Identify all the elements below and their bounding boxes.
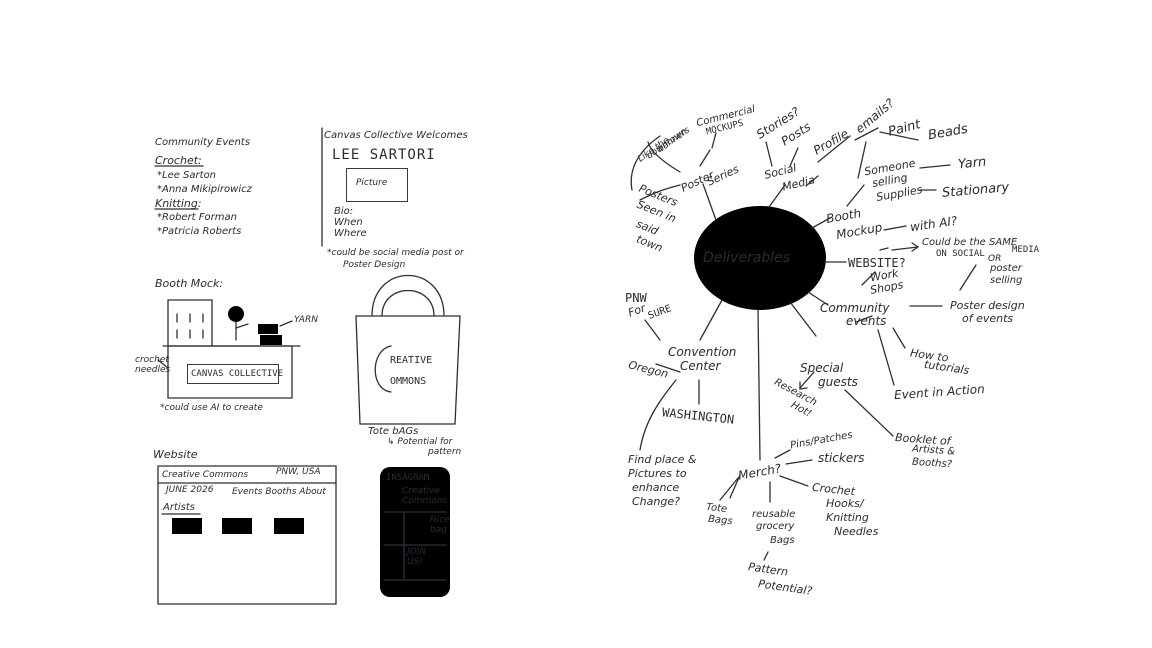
node-find-place: Pictures to — [628, 468, 687, 479]
node-crochet-hooks: Needles — [834, 526, 878, 537]
node-crochet-hooks: Hooks/ — [826, 498, 864, 509]
tote-note: ↳ Potential for — [387, 438, 452, 447]
node-community-events: Community — [820, 302, 889, 314]
tote-bag-text: OMMONS — [390, 377, 426, 387]
node-booth-mockup: Booth — [825, 207, 862, 225]
crochet-needles-label: crochet — [135, 356, 169, 365]
phone-post-text: bag — [430, 526, 447, 535]
node-convention-center: Convention — [668, 346, 736, 358]
node-reusable: Bags — [770, 536, 795, 546]
knitting-heading: Knitting: — [155, 198, 202, 209]
mindmap-center-label: Deliverables — [703, 251, 790, 265]
tote-note: pattern — [428, 448, 461, 457]
knitting-person: *Patricia Roberts — [157, 227, 241, 237]
social-post-note: *could be social media post or — [327, 249, 464, 258]
crochet-heading: Crochet: — [155, 155, 202, 166]
node-event-in-action: Event in Action — [894, 383, 985, 401]
crochet-needles-label: needles — [135, 366, 170, 375]
node-merch: Merch? — [737, 462, 782, 481]
website-title: Website — [153, 449, 198, 460]
booth-sign-text: CANVAS COLLECTIVE — [191, 370, 283, 379]
website-date: JUNE 2026 — [166, 486, 213, 495]
phone-account: Creative — [402, 487, 440, 496]
node-stationary: Stationary — [942, 181, 1010, 200]
node-posters-seen: town — [635, 233, 664, 253]
website-artists-heading: Artists — [163, 503, 195, 513]
node-pins: Pins/Patches — [790, 431, 854, 452]
node-special-guests: Special — [800, 362, 843, 374]
phone-account: Commons — [402, 497, 447, 506]
picture-label: Picture — [356, 179, 387, 188]
node-profile: Profile — [812, 127, 851, 156]
node-booklet: Artists & — [912, 445, 956, 458]
node-stickers: stickers — [818, 452, 864, 464]
node-media-poster: poster — [990, 264, 1022, 274]
tote-bag-text: REATIVE — [390, 356, 432, 366]
community-events-title: Community Events — [155, 138, 250, 148]
node-on-social: ON SOCIAL — [936, 250, 985, 259]
crochet-person: *Anna Mikipirowicz — [157, 185, 252, 195]
node-beads: Beads — [927, 123, 969, 143]
bio-line: When — [334, 218, 363, 228]
node-reusable: grocery — [756, 522, 794, 532]
node-could-be-same: Could be the SAME — [922, 238, 1017, 248]
node-media-poster: MEDIA — [1012, 246, 1039, 255]
node-reusable: reusable — [752, 510, 795, 520]
node-crochet-hooks: Knitting — [826, 512, 869, 523]
node-booklet: Booths? — [912, 458, 952, 471]
website-site-name: Creative Commons — [162, 471, 248, 480]
bio-line: Where — [334, 229, 367, 239]
artist-name: LEE SARTORI — [332, 148, 436, 162]
node-washington: WASHINGTON — [662, 406, 735, 425]
node-poster-design: of events — [962, 313, 1013, 324]
website-location: PNW, USA — [276, 468, 321, 477]
node-oregon: Oregon — [627, 359, 669, 380]
node-special-guests: guests — [818, 376, 858, 388]
crochet-person: *Lee Sarton — [157, 171, 216, 181]
phone-post-text: US! — [407, 558, 423, 567]
node-pattern-potential: Potential? — [757, 578, 812, 596]
node-how-to: tutorials — [923, 359, 970, 376]
node-media-poster: selling — [990, 276, 1022, 286]
node-poster-design: Poster design — [950, 300, 1025, 311]
node-poster-series: Series — [705, 163, 740, 187]
node-find-place: enhance — [632, 482, 679, 493]
yarn-label: YARN — [294, 316, 318, 325]
node-paint: Paint — [887, 118, 922, 139]
node-convention-center: Center — [680, 360, 720, 372]
knitting-person: *Robert Forman — [157, 213, 237, 223]
phone-post-text: Nice — [430, 516, 450, 525]
node-with-ai: with AI? — [909, 215, 958, 233]
node-crochet-hooks: Crochet — [812, 482, 856, 497]
node-find-place: Find place & — [628, 454, 697, 465]
phone-post-text: JOIN — [407, 548, 426, 557]
node-pnw: SURE — [647, 304, 673, 322]
node-community-events: events — [846, 315, 886, 327]
booth-note: *could use AI to create — [160, 404, 263, 413]
tote-label: Tote bAGs — [368, 427, 418, 437]
node-yarn: Yarn — [957, 156, 987, 172]
node-social-media: Media — [781, 174, 816, 193]
social-post-note: Poster Design — [343, 261, 405, 270]
website-nav: Events Booths About — [232, 488, 326, 497]
phone-app-name: INSAGRAM — [386, 474, 429, 483]
node-pattern-potential: Pattern — [747, 561, 788, 577]
welcome-text: Canvas Collective Welcomes — [324, 131, 468, 141]
bio-line: Bio: — [334, 207, 353, 217]
node-tote-bags: Bags — [708, 515, 733, 528]
node-find-place: Change? — [632, 496, 680, 507]
node-booth-mockup: Mockup — [835, 221, 883, 241]
booth-mock-title: Booth Mock: — [155, 278, 223, 289]
